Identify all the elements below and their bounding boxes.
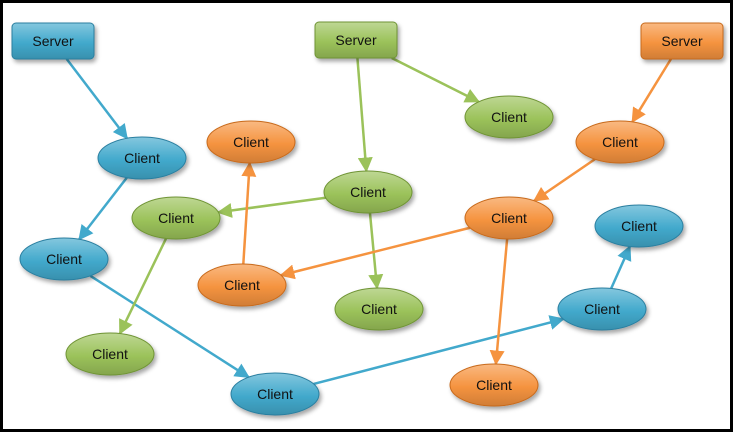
client-ellipse xyxy=(131,196,221,240)
client-label: Client xyxy=(224,277,260,293)
orange-client-node-o3: Client xyxy=(197,263,287,307)
blue-client-node-b2: Client xyxy=(19,237,109,281)
green-client-node-g5: Client xyxy=(65,332,155,376)
edge-o1-to-o2 xyxy=(532,158,596,202)
orange-client-node-o5: Client xyxy=(449,363,539,407)
edge-b2-to-b3 xyxy=(89,274,250,379)
server-label: Server xyxy=(32,33,74,49)
client-ellipse xyxy=(594,204,684,248)
client-label: Client xyxy=(350,184,386,200)
client-label: Client xyxy=(92,346,128,362)
client-ellipse xyxy=(464,196,554,240)
edge-orange-server-to-o1 xyxy=(631,58,673,124)
client-label: Client xyxy=(233,134,269,150)
client-ellipse xyxy=(65,332,155,376)
orange-client-node-o2: Client xyxy=(464,196,554,240)
client-ellipse xyxy=(197,263,287,307)
blue-client-node-b5: Client xyxy=(594,204,684,248)
edge-g2-to-g3 xyxy=(216,196,326,218)
client-label: Client xyxy=(602,134,638,150)
edges-layer xyxy=(65,56,673,386)
client-label: Client xyxy=(158,210,194,226)
server-box xyxy=(640,22,724,60)
green-client-node-g1: Client xyxy=(464,95,554,139)
client-label: Client xyxy=(491,210,527,226)
edge-o2-to-o5 xyxy=(489,238,509,366)
blue-server-node: Server xyxy=(11,22,95,60)
edge-green-server-to-g2 xyxy=(356,57,373,173)
client-label: Client xyxy=(491,109,527,125)
orange-client-node-o4: Client xyxy=(206,120,296,164)
blue-client-node-b3: Client xyxy=(230,372,320,416)
orange-server-node: Server xyxy=(640,22,724,60)
client-label: Client xyxy=(124,150,160,166)
blue-client-node-b4: Client xyxy=(557,287,647,331)
orange-client-node-o1: Client xyxy=(575,120,665,164)
server-box xyxy=(11,22,95,60)
edge-b4-to-b5 xyxy=(610,245,632,289)
edge-green-server-to-g1 xyxy=(391,56,481,103)
green-server-node: Server xyxy=(314,21,398,59)
client-label: Client xyxy=(361,301,397,317)
client-label: Client xyxy=(476,377,512,393)
client-ellipse xyxy=(575,120,665,164)
server-label: Server xyxy=(335,32,377,48)
client-ellipse xyxy=(323,170,413,214)
client-ellipse xyxy=(449,363,539,407)
client-ellipse xyxy=(334,287,424,331)
edge-g2-to-g4 xyxy=(368,212,384,290)
green-client-node-g4: Client xyxy=(334,287,424,331)
client-label: Client xyxy=(621,218,657,234)
client-label: Client xyxy=(46,251,82,267)
client-ellipse xyxy=(557,287,647,331)
client-ellipse xyxy=(230,372,320,416)
client-label: Client xyxy=(257,386,293,402)
client-ellipse xyxy=(19,237,109,281)
server-box xyxy=(314,21,398,59)
client-ellipse xyxy=(206,120,296,164)
green-client-node-g3: Client xyxy=(131,196,221,240)
server-label: Server xyxy=(661,33,703,49)
green-client-node-g2: Client xyxy=(323,170,413,214)
blue-client-node-b1: Client xyxy=(97,136,187,180)
edge-g3-to-g5 xyxy=(118,237,168,335)
edge-blue-server-to-b1 xyxy=(65,58,128,140)
edge-b3-to-b4 xyxy=(313,315,565,386)
edge-b1-to-b2 xyxy=(78,176,128,241)
edge-o2-to-o3 xyxy=(279,226,471,280)
edge-o3-to-o4 xyxy=(241,161,257,265)
client-label: Client xyxy=(584,301,620,317)
client-ellipse xyxy=(97,136,187,180)
client-ellipse xyxy=(464,95,554,139)
